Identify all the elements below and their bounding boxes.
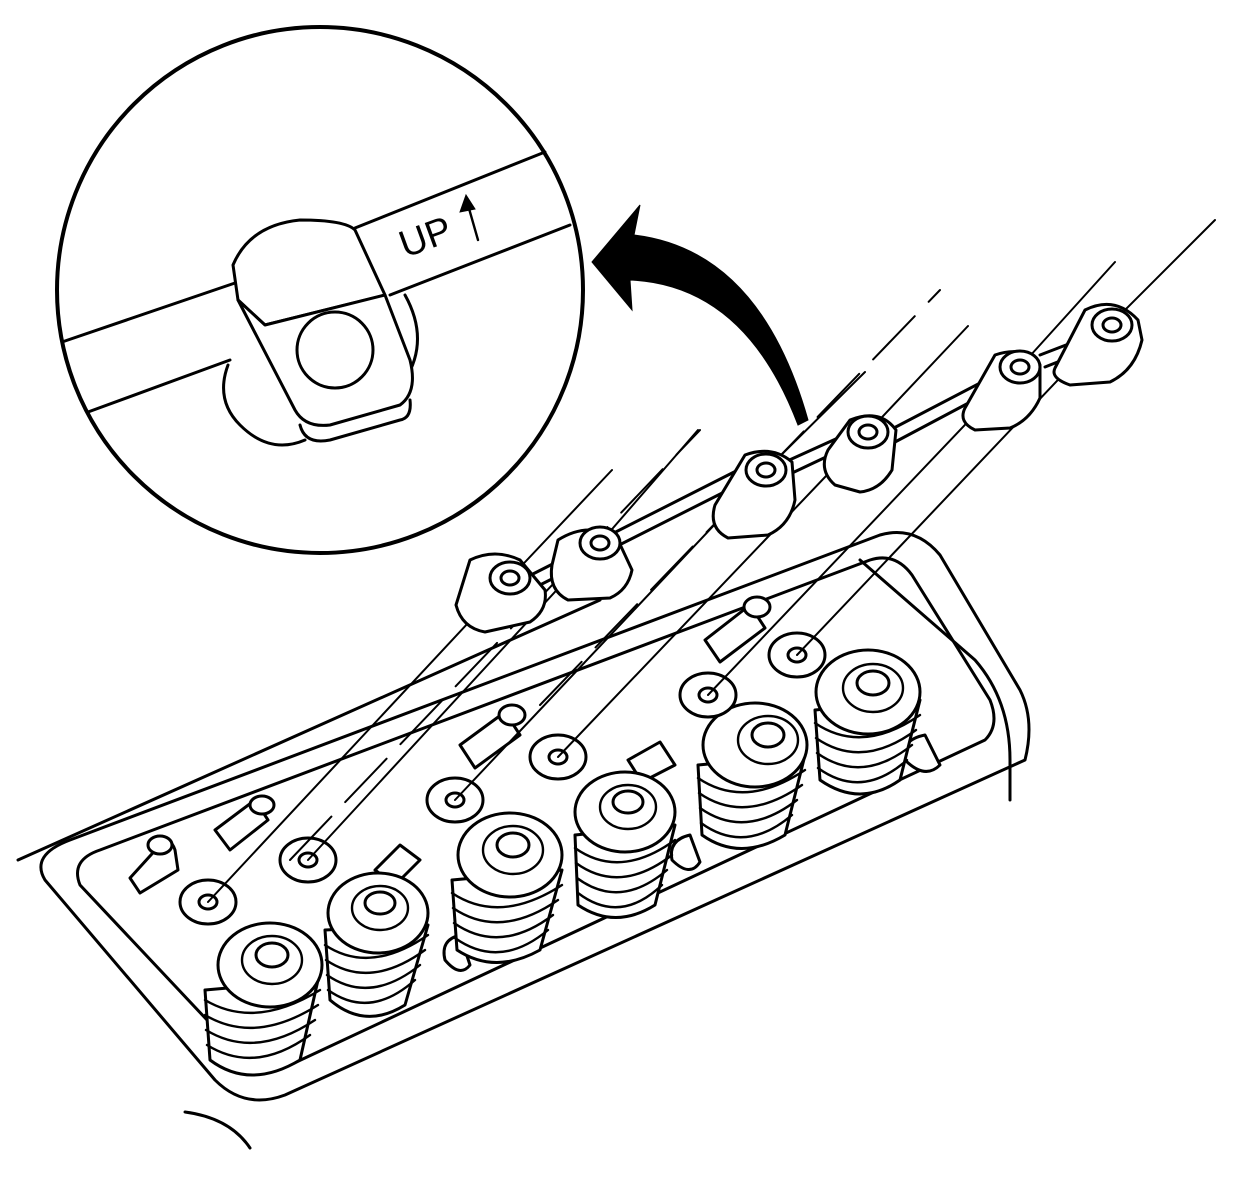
rocker-arm xyxy=(961,349,1042,432)
pushrod-tip xyxy=(213,794,276,852)
pushrod-tip xyxy=(458,703,527,770)
pushrod-guides xyxy=(128,595,942,972)
detail-view: UP xyxy=(55,25,585,555)
rocker-arm xyxy=(454,552,547,634)
curved-arrow xyxy=(591,204,809,426)
valve-spring xyxy=(696,701,809,850)
valve-springs xyxy=(203,648,922,1077)
valve-spring xyxy=(573,770,677,919)
rocker-arm-assembly xyxy=(454,302,1144,634)
valve-spring xyxy=(203,921,324,1077)
rocker-arm xyxy=(549,525,634,602)
valve-spring xyxy=(450,811,564,964)
cylinder-head xyxy=(16,531,1031,1150)
rocker-arm xyxy=(822,414,898,494)
valve-spring xyxy=(813,648,922,796)
rocker-arm xyxy=(711,449,797,540)
up-arrow-icon xyxy=(459,193,480,242)
pushrod-tip xyxy=(703,595,772,664)
rocker-arm xyxy=(1052,302,1144,387)
valve-spring xyxy=(323,871,430,1018)
pushrod-tip xyxy=(128,834,180,895)
